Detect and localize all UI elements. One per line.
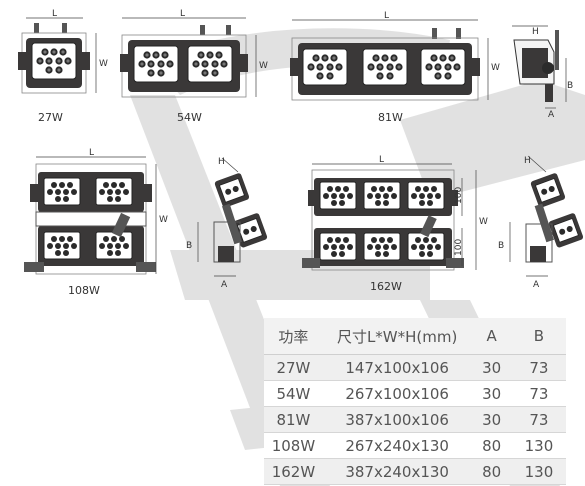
fixture-108w-front: L W 108W	[24, 148, 168, 297]
cell-a: 80	[471, 458, 512, 485]
fixture-162w-side: H B A	[498, 155, 585, 290]
fixture-27w-front: L W 27W	[18, 9, 108, 124]
label-108w: 108W	[68, 284, 100, 297]
dim-100-bottom-162w: 100	[454, 239, 464, 256]
spec-table: 功率 尺寸L*W*H(mm) A B 27W 147x100x106 30 73…	[264, 318, 566, 485]
cell-b: 130	[511, 458, 566, 485]
cell-power: 54W	[264, 380, 323, 407]
dim-l-162w: L	[379, 155, 384, 165]
cell-power: 162W	[264, 458, 323, 485]
cell-power: 27W	[264, 354, 323, 381]
table-row: 108W 267x240x130 80 130	[264, 432, 566, 459]
cell-a: 30	[471, 406, 512, 433]
dim-h-162w: H	[524, 156, 531, 166]
cell-power: 81W	[264, 406, 323, 433]
label-81w: 81W	[378, 111, 403, 124]
cell-power: 108W	[264, 432, 323, 459]
header-a: A	[471, 318, 512, 355]
cell-a: 30	[471, 354, 512, 381]
dim-100-top-162w: 100	[454, 187, 464, 204]
dim-w-54w: W	[259, 61, 268, 71]
dim-a-108w: A	[221, 280, 228, 290]
table-row: 27W 147x100x106 30 73	[264, 354, 566, 381]
dim-w-108w: W	[159, 215, 168, 225]
table-row: 81W 387x100x106 30 73	[264, 406, 566, 433]
dim-l-27w: L	[52, 9, 57, 19]
dim-a-162w: A	[533, 280, 540, 290]
cell-size: 147x100x106	[322, 354, 472, 381]
cell-b: 73	[511, 380, 566, 407]
cell-size: 387x100x106	[322, 406, 472, 433]
dim-w-162w: W	[479, 217, 488, 227]
fixture-162w-front: L 100 100 W 162W	[302, 155, 488, 293]
cell-b: 73	[511, 354, 566, 381]
cell-size: 387x240x130	[322, 458, 472, 485]
header-size: 尺寸L*W*H(mm)	[322, 318, 472, 355]
dim-w-81w: W	[491, 63, 500, 73]
table-header-row: 功率 尺寸L*W*H(mm) A B	[264, 318, 566, 355]
cell-a: 30	[471, 380, 512, 407]
header-power: 功率	[264, 318, 323, 355]
header-b: B	[511, 318, 566, 355]
cell-b: 73	[511, 406, 566, 433]
dim-h-108w: H	[218, 157, 225, 167]
dim-l-54w: L	[180, 9, 185, 19]
dim-a-small: A	[548, 110, 555, 120]
dim-b-small: B	[567, 81, 573, 91]
cell-size: 267x100x106	[322, 380, 472, 407]
dim-b-162w: B	[498, 241, 504, 251]
fixture-54w-front: L W 54W	[120, 9, 268, 124]
label-162w: 162W	[370, 280, 402, 293]
dim-l-108w: L	[89, 148, 94, 158]
table-row: 162W 387x240x130 80 130	[264, 458, 566, 485]
cell-a: 80	[471, 432, 512, 459]
label-54w: 54W	[177, 111, 202, 124]
dim-w-27w: W	[99, 59, 108, 69]
cell-size: 267x240x130	[322, 432, 472, 459]
label-27w: 27W	[38, 111, 63, 124]
dim-h-small: H	[532, 27, 539, 37]
fixture-small-side: H B A	[512, 25, 573, 120]
fixture-81w-front: L W 81W	[290, 11, 500, 124]
fixture-108w-side: H B A	[186, 157, 269, 290]
dim-l-81w: L	[384, 11, 389, 21]
cell-b: 130	[511, 432, 566, 459]
dim-b-108w: B	[186, 241, 192, 251]
table-row: 54W 267x100x106 30 73	[264, 380, 566, 407]
